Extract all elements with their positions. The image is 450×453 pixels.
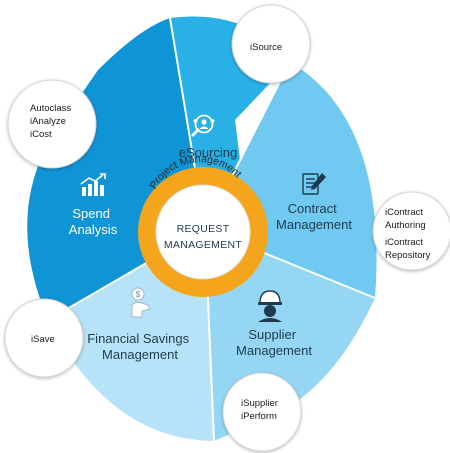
money-hand-icon: $: [131, 287, 151, 318]
tool-bubbles: iSource iContract Authoring iContract Re…: [4, 4, 450, 452]
bubble-contract-tools: iContract Authoring iContract Repository: [372, 191, 450, 271]
tool-isupplier: iSupplier: [241, 398, 278, 409]
magnifier-users-icon: [191, 114, 215, 137]
segment-labels: eSourcing Contract Management Supplier M…: [69, 145, 353, 362]
bar-chart-icon: [80, 173, 106, 196]
document-pen-icon: [302, 173, 326, 195]
tool-isave: iSave: [31, 334, 55, 345]
tool-icontract-2: iContract: [385, 237, 423, 248]
tool-repository: Repository: [385, 250, 431, 261]
center-title-line2: MANAGEMENT: [164, 239, 243, 251]
bubble-spend-tools: Autoclass iAnalyze iCost: [7, 79, 97, 169]
financial-savings-label: Financial Savings Management: [87, 331, 193, 362]
tool-autoclass: Autoclass: [30, 103, 71, 114]
tool-ianalyze: iAnalyze: [30, 116, 66, 127]
tool-icontract-1: iContract: [385, 207, 423, 218]
tool-isource: iSource: [250, 42, 282, 53]
center-title-line1: REQUEST: [177, 223, 230, 235]
spend-analysis-label: Spend Analysis: [69, 206, 118, 237]
worker-helmet-icon: [258, 290, 282, 322]
supplier-management-label: Supplier Management: [236, 327, 312, 358]
tool-icost: iCost: [30, 129, 52, 140]
esourcing-label: eSourcing: [179, 145, 238, 160]
tool-authoring: Authoring: [385, 220, 426, 231]
contract-management-label: Contract Management: [276, 201, 352, 232]
svg-text:$: $: [136, 290, 141, 299]
tool-iperform: iPerform: [241, 411, 277, 422]
bubble-savings-tools: iSave: [4, 298, 84, 378]
center-disc: [155, 184, 251, 280]
bubble-isource: iSource: [231, 4, 311, 84]
bubble-supplier-tools: iSupplier iPerform: [222, 372, 302, 452]
center-hub: Project Management REQUEST MANAGEMENT: [138, 147, 268, 297]
